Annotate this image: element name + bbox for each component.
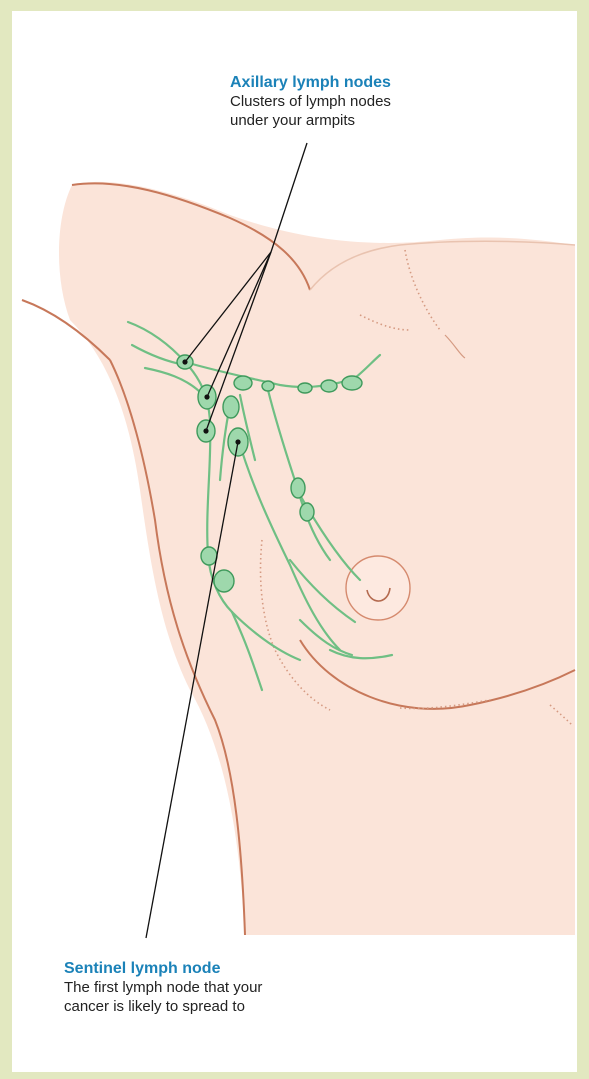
axillary-description-line2: under your armpits xyxy=(230,111,391,130)
areola xyxy=(346,556,410,620)
lymph-node xyxy=(321,380,337,392)
body-skin xyxy=(59,182,575,935)
lymph-node xyxy=(291,478,305,498)
lymph-node xyxy=(298,383,312,393)
lymph-node xyxy=(262,381,274,391)
lymph-node xyxy=(342,376,362,390)
axillary-callout: Axillary lymph nodes Clusters of lymph n… xyxy=(230,73,391,130)
sentinel-description-line2: cancer is likely to spread to xyxy=(64,997,262,1016)
lymph-node xyxy=(300,503,314,521)
lymph-node xyxy=(234,376,252,390)
sentinel-description-line1: The first lymph node that your xyxy=(64,978,262,997)
axillary-description-line1: Clusters of lymph nodes xyxy=(230,92,391,111)
axillary-title: Axillary lymph nodes xyxy=(230,73,391,92)
sentinel-callout: Sentinel lymph node The first lymph node… xyxy=(64,959,262,1016)
lymph-node xyxy=(214,570,234,592)
lymph-node xyxy=(201,547,217,565)
sentinel-title: Sentinel lymph node xyxy=(64,959,262,978)
lymph-node xyxy=(223,396,239,418)
